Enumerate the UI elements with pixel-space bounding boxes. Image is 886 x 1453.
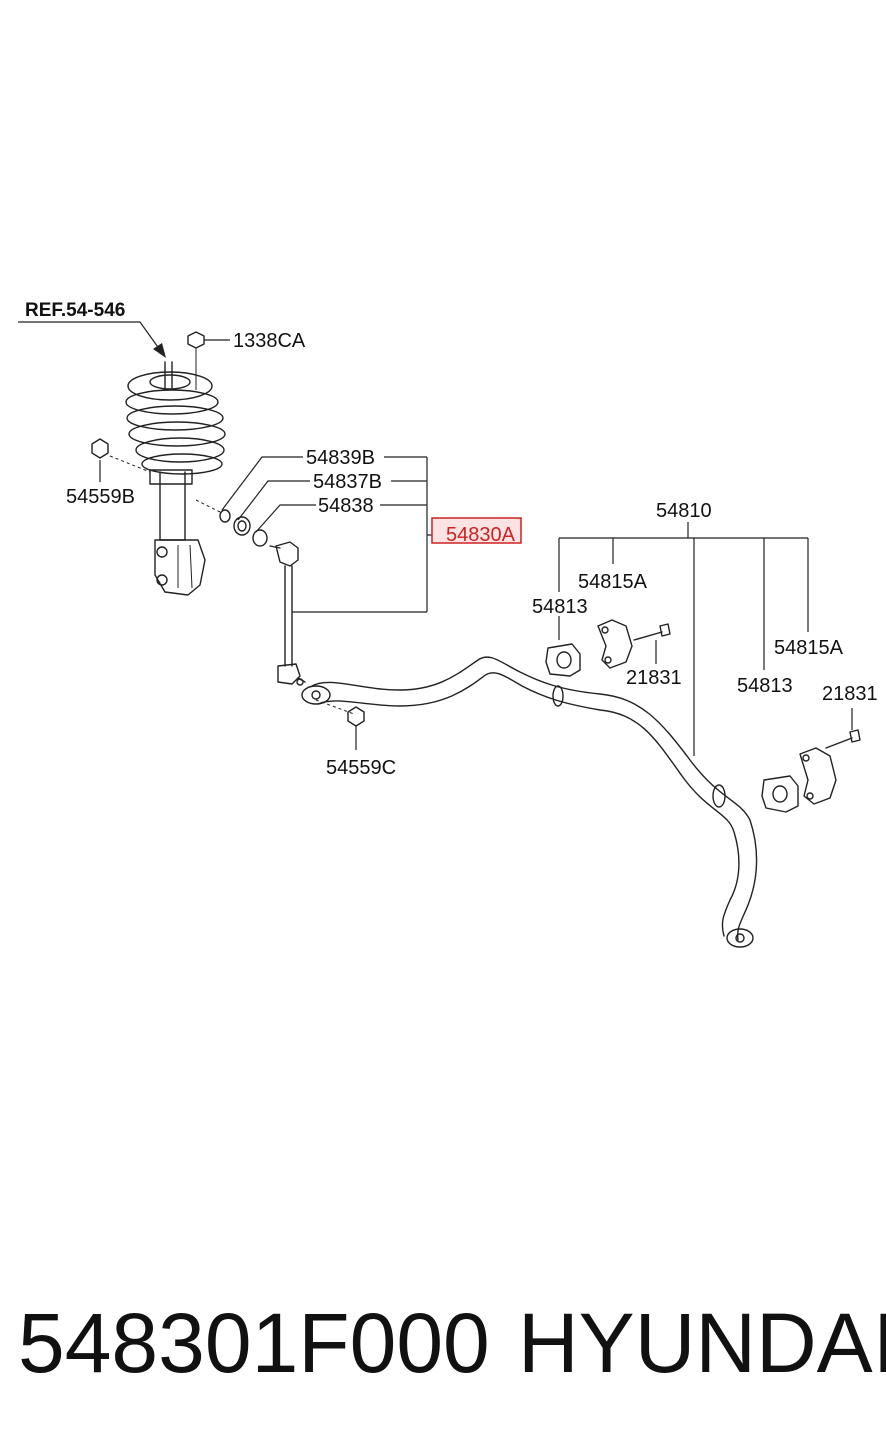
strut-assembly: [125, 331, 226, 596]
label-54830A[interactable]: 54830A: [446, 524, 516, 546]
bushing-left: [545, 616, 671, 677]
stabilizer-bar: [301, 656, 758, 948]
label-54838[interactable]: 54838: [318, 495, 374, 517]
nut-54559C: [315, 699, 365, 727]
label-54559C[interactable]: 54559C: [326, 757, 396, 779]
label-54839B[interactable]: 54839B: [306, 447, 375, 469]
label-1338CA[interactable]: 1338CA: [233, 330, 306, 352]
label-54837B[interactable]: 54837B: [313, 471, 382, 493]
highlight-box: [431, 517, 522, 544]
label-54815A-2[interactable]: 54815A: [774, 637, 844, 659]
bracket-54810: [558, 522, 809, 756]
reference-arrow: [18, 321, 166, 358]
reference-label[interactable]: REF.54-546: [25, 300, 125, 321]
parts-diagram: REF.54-546 1338CA 54: [18, 300, 878, 948]
stabilizer-link: [269, 541, 306, 686]
part-number: 548301F000: [18, 1296, 490, 1390]
label-54815A-1[interactable]: 54815A: [578, 571, 648, 593]
brand-name: HYUNDAI: [518, 1296, 886, 1390]
bracket-54830A: [221, 456, 445, 613]
label-54813-2[interactable]: 54813: [737, 675, 793, 697]
label-21831-1[interactable]: 21831: [626, 667, 682, 689]
label-21831-2[interactable]: 21831: [822, 683, 878, 705]
label-54810[interactable]: 54810: [656, 500, 712, 522]
nut-54559B: [91, 438, 151, 473]
bushing-right: [761, 729, 861, 813]
label-54813-1[interactable]: 54813: [532, 596, 588, 618]
label-54559B[interactable]: 54559B: [66, 486, 135, 508]
rings: [195, 499, 268, 547]
